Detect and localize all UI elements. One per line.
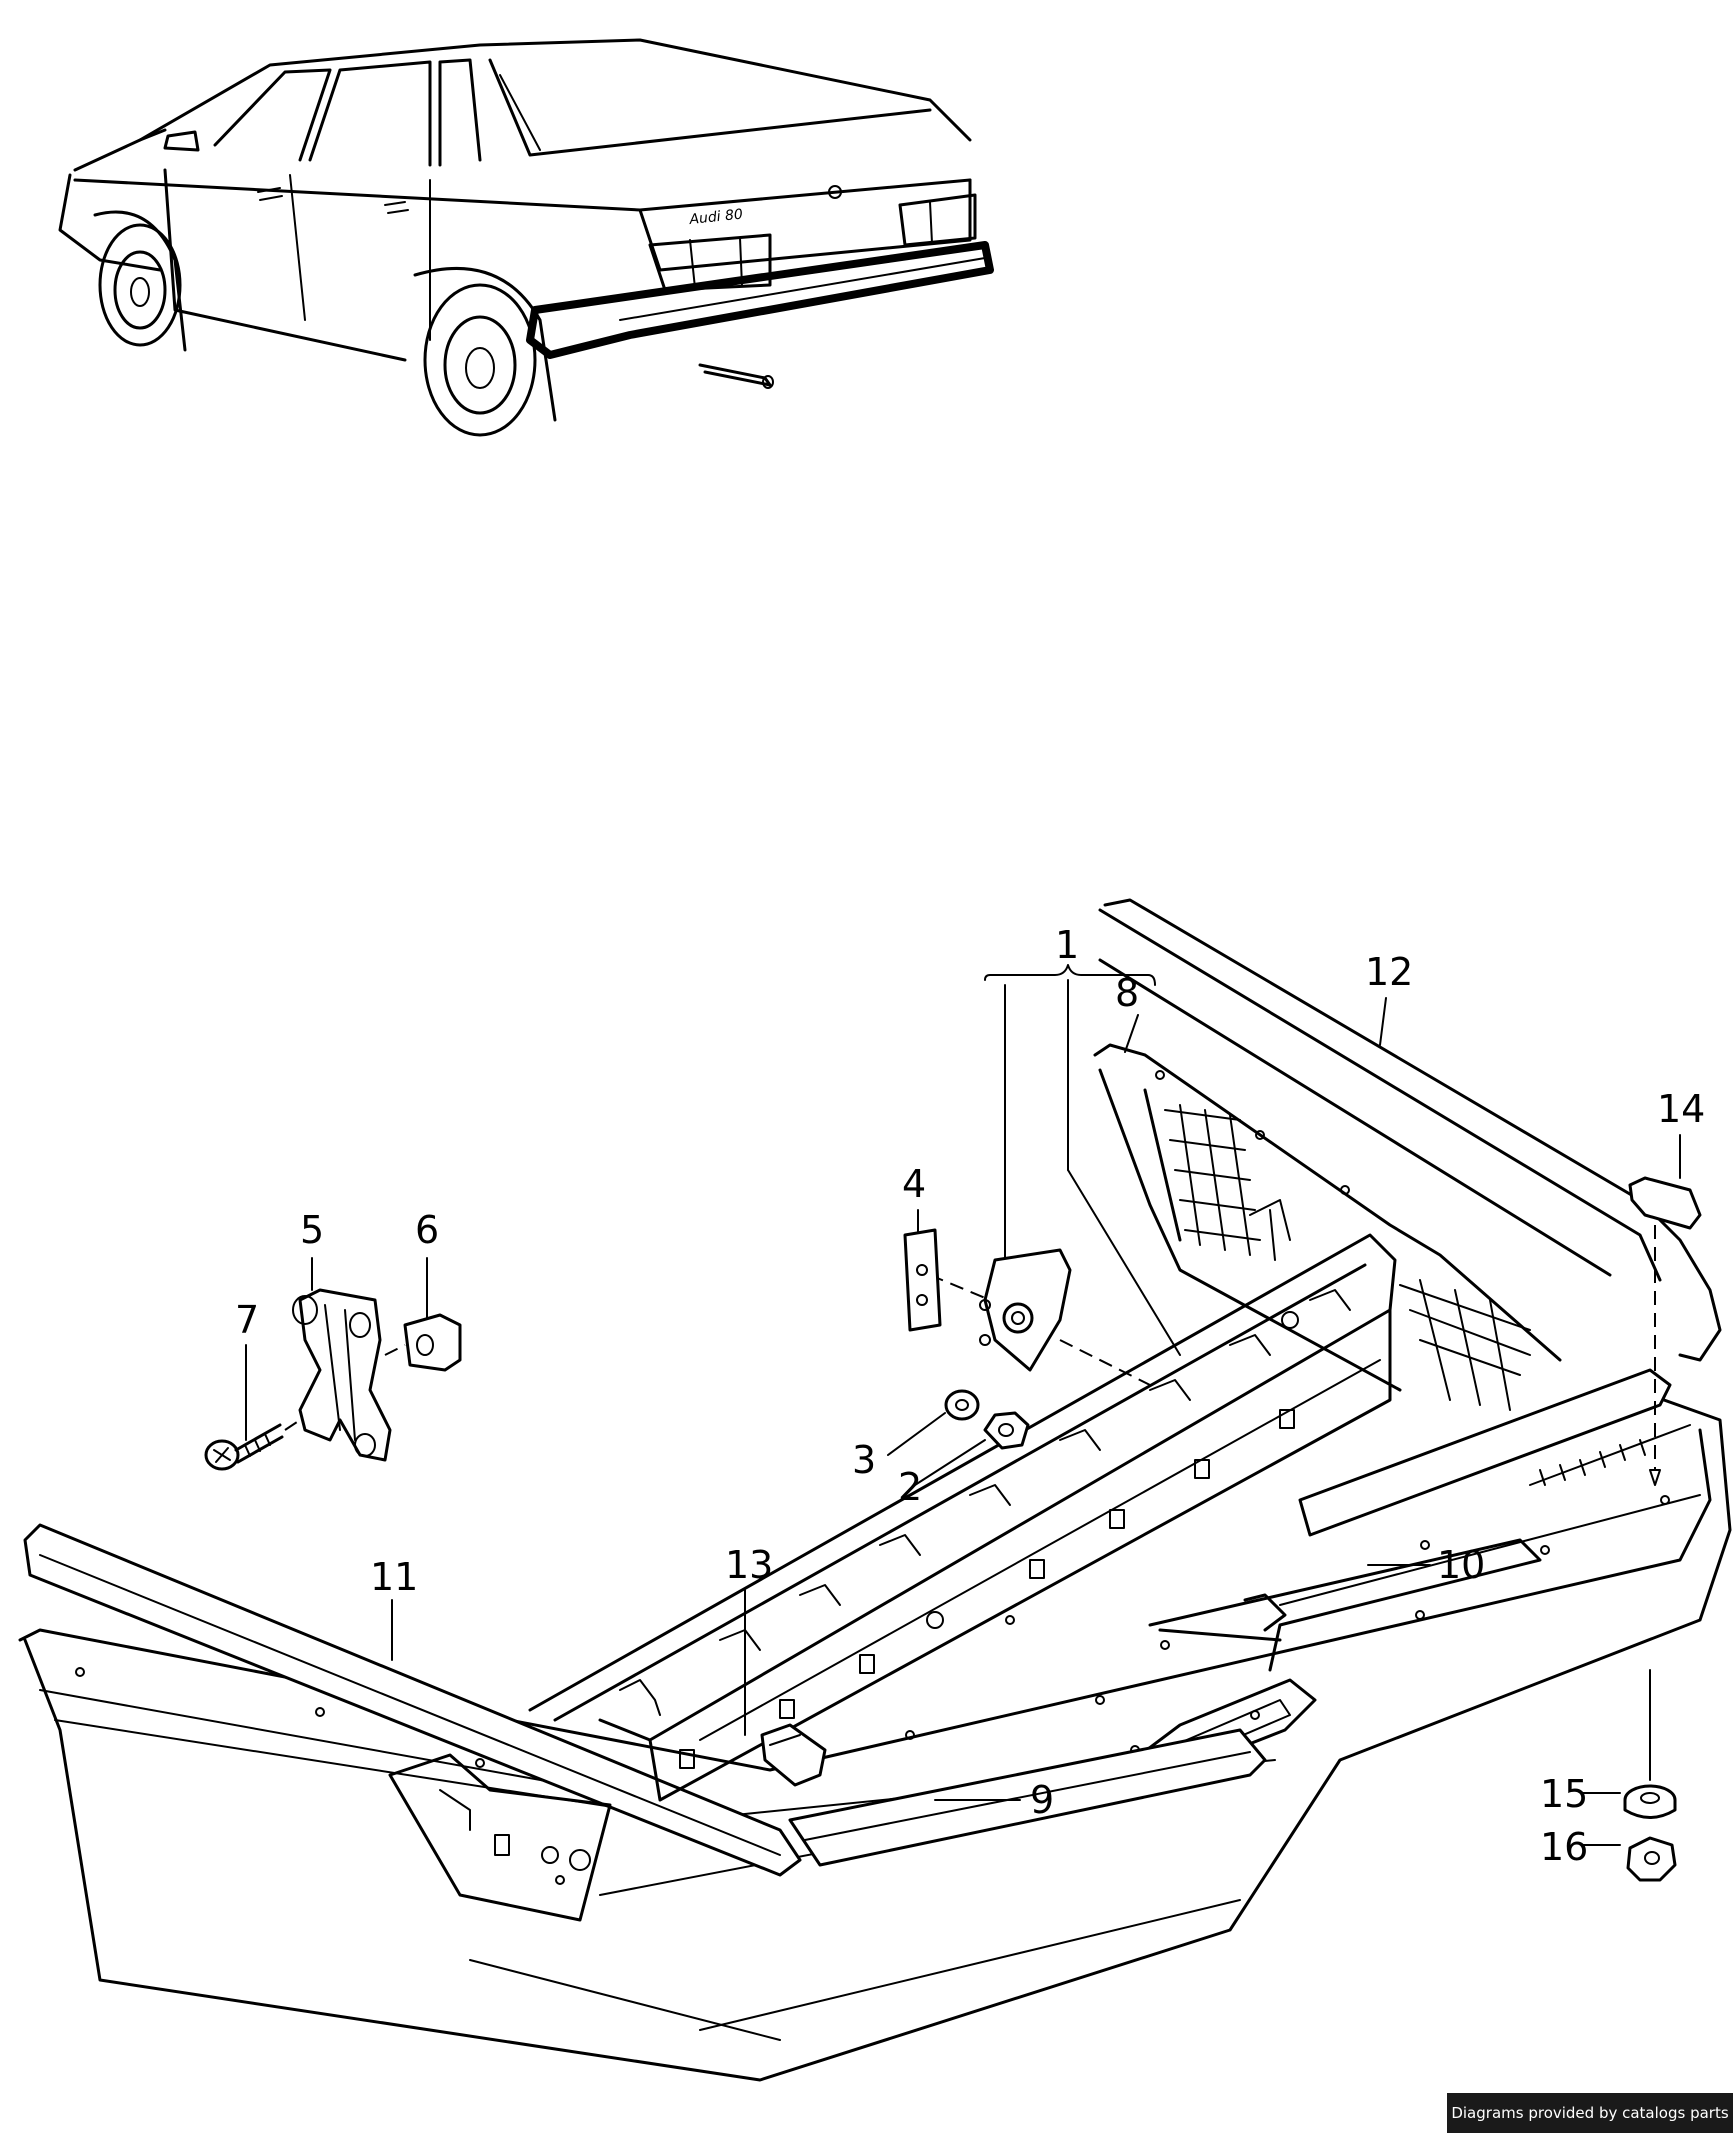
callout-4: 4 (902, 1162, 926, 1206)
part-3-washer (944, 1389, 980, 1421)
part-13-clip (760, 1723, 827, 1787)
car-model-badge: Audi 80 (688, 206, 744, 228)
bumper-cover-shell (18, 1393, 1732, 2082)
part-12-upper-trim (1098, 898, 1722, 1362)
part-16-nut (1626, 1836, 1677, 1882)
callout-labels: 1 2 3 4 5 6 7 8 9 10 11 12 13 14 15 16 (235, 923, 1705, 1869)
callout-16: 16 (1540, 1825, 1588, 1869)
callout-9: 9 (1030, 1778, 1054, 1822)
callout-13: 13 (725, 1543, 773, 1587)
part-14-end-cap (1628, 1176, 1702, 1486)
credit-badge: Diagrams provided by catalogs parts (1447, 2093, 1733, 2133)
part-15-nut (1623, 1784, 1677, 1819)
callout-10: 10 (1437, 1543, 1485, 1587)
callout-3: 3 (852, 1438, 876, 1482)
bumper-assembly-illustration (18, 898, 1732, 2082)
part-10-centre-trim-strip (1148, 1494, 1701, 1672)
callout-15: 15 (1540, 1772, 1588, 1816)
part-8-mesh-bracket (1093, 1043, 1562, 1411)
part-5-mounting-bracket (292, 1288, 392, 1462)
callout-1: 1 (1055, 923, 1079, 967)
callout-11: 11 (370, 1555, 418, 1599)
part-1-side-bracket (929, 1248, 1151, 1386)
part-4-plate (903, 1228, 942, 1332)
bumper-carrier-frame (528, 1233, 1397, 1802)
callout-2: 2 (898, 1465, 922, 1509)
callout-12: 12 (1365, 950, 1413, 994)
leader-lines (245, 997, 1681, 1846)
callout-5: 5 (300, 1208, 324, 1252)
callout-14: 14 (1657, 1087, 1705, 1131)
car-overview-illustration: Audi 80 (58, 38, 994, 437)
part-2-nut (983, 1411, 1030, 1450)
part-1-group-brace (984, 964, 1181, 1356)
part-6-clip-nut (384, 1313, 462, 1372)
callout-8: 8 (1115, 971, 1139, 1015)
inner-left-bracket (388, 1753, 612, 1922)
callout-6: 6 (415, 1208, 439, 1252)
part-7-screw (204, 1419, 301, 1471)
part-9-lower-trim-strip (788, 1728, 1267, 1867)
part-11-left-trim-strip (23, 1523, 802, 1877)
right-end-trim-strip (1298, 1368, 1691, 1537)
callout-7: 7 (235, 1298, 259, 1342)
